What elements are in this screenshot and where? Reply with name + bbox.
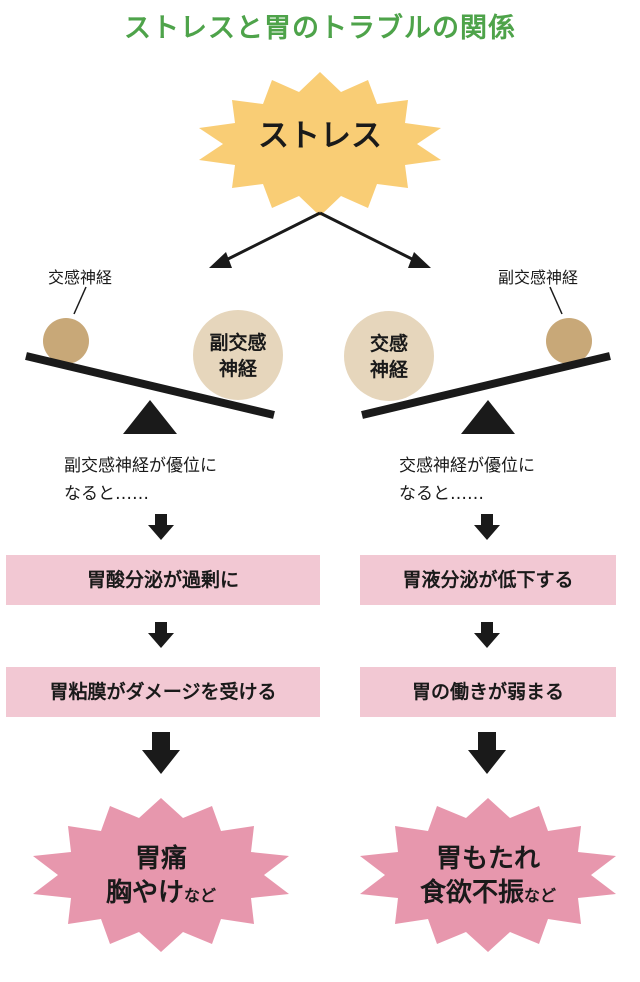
condition-text-left: 副交感神経が優位に なると…… — [64, 452, 217, 508]
parasympathetic-ball-right — [546, 318, 592, 364]
sympathetic-ball-left — [43, 318, 89, 364]
parasympathetic-circle-left — [193, 310, 283, 400]
result-left-suffix: など — [184, 886, 217, 905]
arrow-head-left — [209, 252, 232, 268]
page-title: ストレスと胃のトラブルの関係 — [124, 13, 516, 44]
down-arrow-right-3 — [468, 732, 506, 774]
ball-label-right: 副交感神経 — [498, 268, 579, 287]
step-box-left-1: 胃酸分泌が過剰に — [6, 555, 320, 605]
circle-label-right-line2: 神経 — [369, 359, 408, 381]
result-text-left: 胃痛 胸やけなど — [61, 842, 261, 913]
down-arrow-right-1 — [474, 514, 500, 540]
step-box-right-1: 胃液分泌が低下する — [360, 555, 616, 605]
step-box-left-2: 胃粘膜がダメージを受ける — [6, 667, 320, 717]
result-burst-left — [33, 798, 289, 952]
arrow-head-right — [408, 252, 431, 268]
down-arrow-left-2 — [148, 622, 174, 648]
condition-left-line2: なると…… — [64, 484, 149, 504]
result-right-line1: 胃もたれ — [435, 844, 540, 874]
result-text-right: 胃もたれ 食欲不振など — [388, 842, 588, 913]
circle-label-left-line1: 副交感 — [209, 332, 267, 354]
seesaw-fulcrum-left — [123, 400, 177, 434]
circle-label-right: 交感 神経 — [344, 331, 434, 383]
stress-burst — [199, 72, 441, 216]
condition-right-line2: なると…… — [399, 484, 484, 504]
circle-label-left-line2: 神経 — [218, 358, 257, 380]
seesaw-fulcrum-right — [461, 400, 515, 434]
condition-left-line1: 副交感神経が優位に — [64, 456, 217, 476]
down-arrow-left-1 — [148, 514, 174, 540]
ball-leader-line-right — [549, 286, 563, 315]
ball-label-left: 交感神経 — [48, 268, 113, 287]
condition-text-right: 交感神経が優位に なると…… — [399, 452, 535, 508]
sympathetic-circle-right — [344, 311, 434, 401]
step-box-right-2: 胃の働きが弱まる — [360, 667, 616, 717]
down-arrow-right-2 — [474, 622, 500, 648]
result-right-line2: 食欲不振 — [419, 878, 524, 908]
result-right-suffix: など — [524, 886, 557, 905]
ball-leader-line-left — [73, 286, 87, 315]
seesaw-beam-right — [361, 352, 611, 419]
circle-label-right-line1: 交感 — [369, 333, 408, 355]
result-left-line2: 胸やけ — [105, 878, 184, 908]
branch-arrows — [221, 211, 419, 264]
stress-label: ストレス — [258, 118, 382, 154]
seesaw-beam-left — [25, 352, 275, 419]
result-left-line1: 胃痛 — [134, 844, 187, 874]
result-burst-right — [360, 798, 616, 952]
circle-label-left: 副交感 神経 — [193, 330, 283, 382]
condition-right-line1: 交感神経が優位に — [399, 456, 535, 476]
down-arrow-left-3 — [142, 732, 180, 774]
